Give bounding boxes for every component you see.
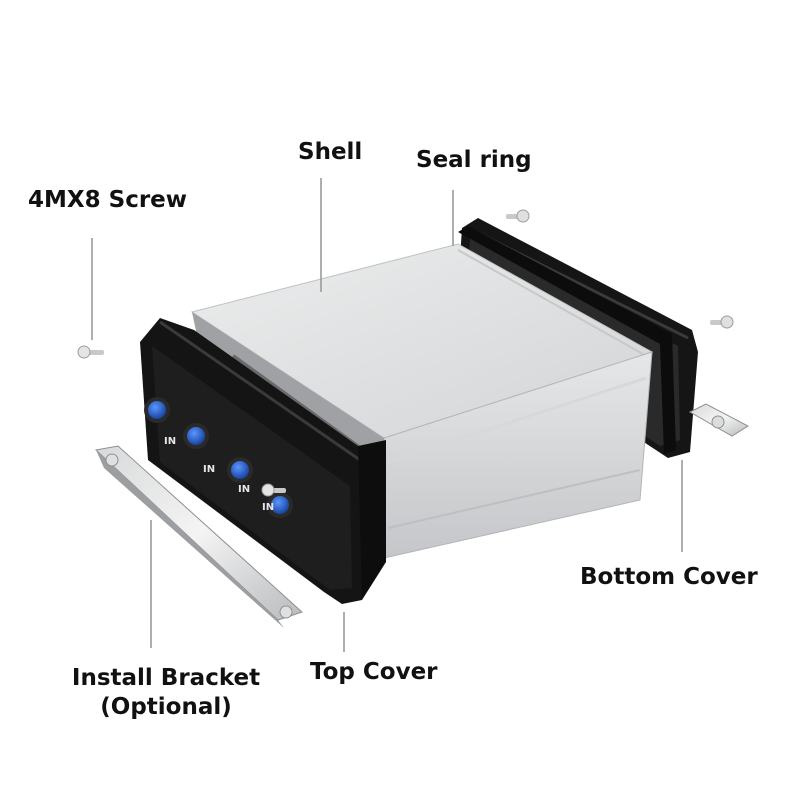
port-label-1: IN: [164, 436, 176, 447]
label-screw: 4MX8 Screw: [28, 187, 188, 213]
bracket-right: [688, 403, 750, 437]
screw-right: [710, 315, 734, 329]
port-label-4: IN: [262, 502, 274, 513]
connector-1: [144, 397, 170, 423]
label-install-bracket-line2: (Optional): [100, 693, 232, 720]
connector-3: [227, 457, 253, 483]
label-install-bracket-line1: Install Bracket: [71, 665, 261, 691]
screw-top-right: [506, 209, 530, 223]
screw-front: [261, 483, 286, 497]
port-label-3: IN: [238, 484, 250, 495]
label-bottom-cover: Bottom Cover: [580, 564, 758, 590]
port-label-2: IN: [203, 464, 215, 475]
label-install-bracket: Install Bracket (Optional): [60, 664, 272, 722]
screw-left: [77, 345, 104, 359]
install-bracket-left: [94, 445, 303, 628]
label-shell: Shell: [298, 139, 363, 165]
connector-2: [183, 423, 209, 449]
label-seal-ring: Seal ring: [416, 147, 532, 173]
connector-4: [267, 492, 293, 518]
label-top-cover: Top Cover: [310, 659, 438, 685]
leader-lines: [91, 178, 683, 652]
